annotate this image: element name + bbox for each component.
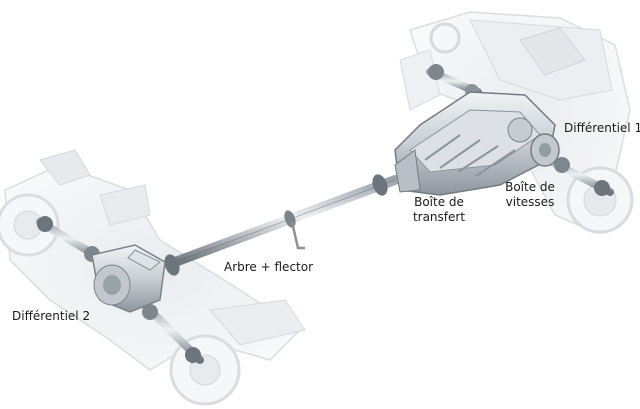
label-transfer-line2: transfert [412,210,466,224]
label-driveshaft: Arbre + flector [224,260,314,274]
label-transfer-line1: Boîte de [414,195,464,209]
rear-half-shafts [36,216,204,364]
label-gearbox: Boîte de vitesses [500,180,560,210]
front-differential [530,133,560,167]
label-gearbox-line1: Boîte de [505,180,555,194]
label-differential-front: Différentiel 1 [564,121,640,135]
label-gearbox-line2: vitesses [505,195,555,209]
front-half-shafts [426,64,614,196]
label-differential-rear: Différentiel 2 [12,309,91,323]
rear-differential [91,244,166,313]
label-transfer-case: Boîte de transfert [406,195,472,225]
gearbox-transfer-case [394,91,556,196]
propeller-shaft [170,175,400,267]
flector-joint [164,174,388,276]
